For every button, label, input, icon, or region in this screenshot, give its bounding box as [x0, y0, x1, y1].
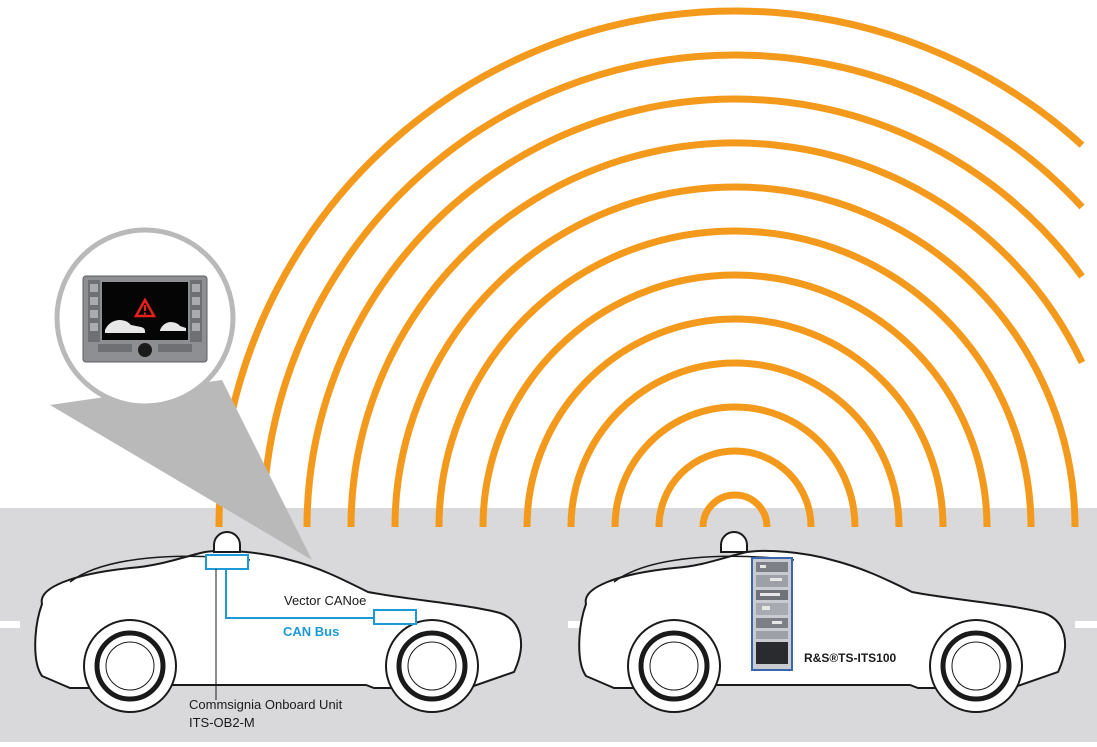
- vector-canoe-box: [373, 609, 417, 625]
- signal-waves: [215, 7, 1086, 528]
- can-bus-label: CAN Bus: [283, 624, 340, 639]
- right-car: [578, 531, 1067, 713]
- signal-wave-arc: [259, 51, 1085, 528]
- obu-label-line2: ITS-OB2-M: [189, 715, 255, 730]
- zoom-callout-cone: [50, 380, 312, 560]
- signal-wave-arc: [611, 403, 859, 528]
- onboard-unit-box: [205, 554, 249, 570]
- left-car: [34, 531, 523, 713]
- road-markings: [0, 621, 1097, 628]
- signal-wave-arc: [347, 139, 1086, 528]
- can-bus-line: [225, 569, 374, 619]
- roof-antenna-icon: [720, 531, 748, 553]
- signal-wave-arc: [303, 95, 1085, 528]
- signal-wave-arc: [523, 315, 947, 528]
- left-car-front-wheel: [385, 619, 479, 713]
- test-rack-icon: [751, 557, 793, 671]
- car-display-warning-icon: [82, 275, 208, 363]
- right-car-rear-wheel: [627, 619, 721, 713]
- signal-wave-arc: [435, 227, 1035, 528]
- signal-wave-arc: [391, 183, 1079, 528]
- right-car-front-wheel: [929, 619, 1023, 713]
- signal-wave-arc: [567, 359, 903, 528]
- signal-wave-arc: [215, 7, 1085, 528]
- signal-wave-arc: [655, 447, 815, 528]
- roof-antenna-icon: [213, 531, 241, 553]
- signal-wave-arc: [479, 271, 991, 528]
- signal-wave-arc: [699, 491, 771, 528]
- left-car-rear-wheel: [83, 619, 177, 713]
- obu-label-line1: Commsignia Onboard Unit: [189, 697, 343, 712]
- vector-canoe-label: Vector CANoe: [284, 593, 367, 608]
- tester-label: R&S®TS-ITS100: [804, 651, 897, 665]
